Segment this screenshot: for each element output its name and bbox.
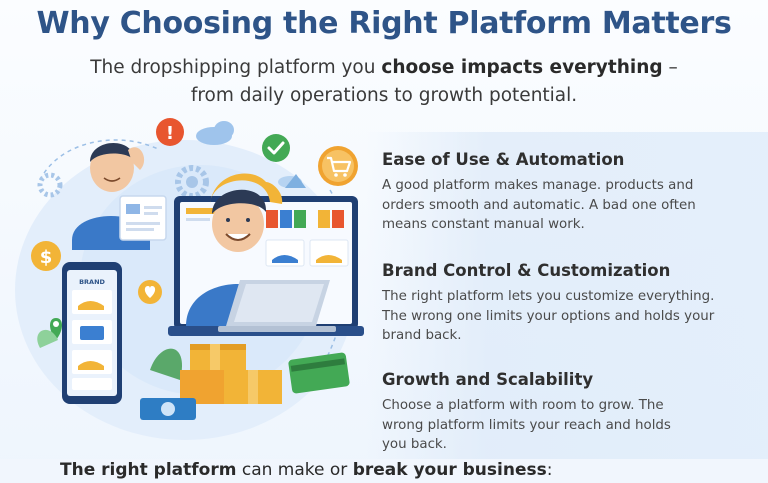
dollar-icon: $ — [31, 241, 61, 271]
section-title: Brand Control & Customization — [382, 261, 671, 280]
credit-card — [288, 352, 350, 394]
footer-end: : — [546, 460, 553, 480]
footer-strip — [0, 459, 768, 483]
check-icon — [262, 134, 290, 162]
page-title: Why Choosing the Right Platform Matters — [36, 6, 732, 41]
dropshipping-illustration: ! $ BRAND — [15, 118, 364, 440]
leaf-decoration — [150, 348, 183, 380]
sections-panel — [366, 132, 768, 462]
footer-bold-2: break your business — [352, 460, 547, 480]
alert-icon: ! — [156, 118, 184, 146]
svg-text:$: $ — [40, 247, 53, 268]
page-subtitle: The dropshipping platform you choose imp… — [84, 54, 684, 110]
section-title: Growth and Scalability — [382, 370, 594, 389]
section-text: A good platform makes manage. products a… — [382, 178, 696, 232]
footer-tagline: The right platform can make or break you… — [60, 460, 552, 480]
footer-bold-1: The right platform — [60, 460, 237, 480]
laptop — [218, 280, 336, 332]
cloud-icon — [196, 121, 234, 145]
section-text: Choose a platform with room to grow. The… — [382, 398, 671, 452]
cash-stack — [140, 398, 196, 420]
section-brand-control: Brand Control & Customization The right … — [382, 261, 722, 346]
section-title: Ease of Use & Automation — [382, 150, 625, 169]
heart-icon — [138, 280, 162, 304]
mountain-icon — [285, 174, 306, 188]
leaf-decoration-left — [37, 329, 58, 348]
cart-icon — [318, 146, 358, 186]
section-growth: Growth and Scalability Choose a platform… — [382, 370, 682, 455]
footer-mid: can make or — [236, 460, 353, 480]
phone-mockup: BRAND — [62, 262, 122, 404]
subtitle-text-2: – from daily operations to growth potent… — [190, 57, 678, 106]
section-text: The right platform lets you customize ev… — [382, 289, 715, 343]
gear-icon-left — [37, 172, 63, 198]
shipping-boxes — [180, 344, 282, 404]
section-ease-of-use: Ease of Use & Automation A good platform… — [382, 150, 722, 235]
svg-text:BRAND: BRAND — [79, 278, 105, 286]
subtitle-text-1: The dropshipping platform you — [90, 57, 382, 78]
subtitle-emphasis: choose impacts everything — [381, 57, 663, 78]
dashed-path — [39, 139, 161, 181]
svg-text:!: ! — [166, 123, 174, 144]
stressed-seller — [72, 142, 167, 250]
